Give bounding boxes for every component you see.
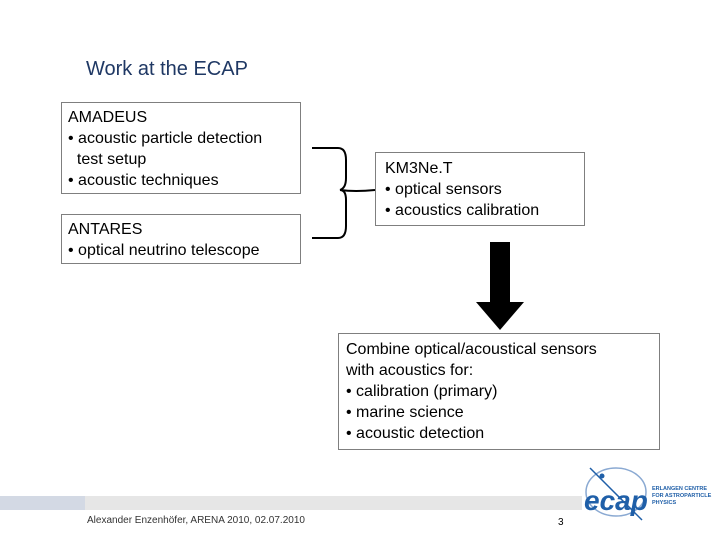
combine-bullet-1: • calibration (primary) <box>346 383 498 400</box>
footer-author: Alexander Enzenhöfer, ARENA 2010, 02.07.… <box>87 515 305 526</box>
merge-bracket-right <box>339 189 376 192</box>
logo-tagline-3: PHYSICS <box>652 500 676 506</box>
ecap-logo-icon: ecap <box>584 467 648 521</box>
ecap-logo: ecap ERLANGEN CENTRE FOR ASTROPARTICLE P… <box>584 467 712 521</box>
km3net-bullet-1: • optical sensors <box>385 181 502 198</box>
combine-bullet-2: • marine science <box>346 404 464 421</box>
merge-bracket-lower <box>312 189 347 239</box>
combine-line-2: with acoustics for: <box>346 362 474 379</box>
logo-tagline-1: ERLANGEN CENTRE <box>652 486 707 492</box>
antares-bullet-1: • optical neutrino telescope <box>68 242 260 259</box>
antares-box: ANTARES • optical neutrino telescope <box>61 214 301 264</box>
merge-bracket-upper <box>312 147 347 191</box>
slide-title: Work at the ECAP <box>86 58 248 80</box>
logo-tagline-2: FOR ASTROPARTICLE <box>652 493 712 499</box>
down-arrow-icon <box>476 242 524 330</box>
km3net-bullet-2: • acoustics calibration <box>385 202 540 219</box>
amadeus-bullet-1-cont: test setup <box>68 151 147 168</box>
km3net-box: KM3Ne.T • optical sensors • acoustics ca… <box>375 152 585 226</box>
antares-heading: ANTARES <box>68 221 143 238</box>
amadeus-bullet-1: • acoustic particle detection <box>68 130 263 147</box>
combine-box: Combine optical/acoustical sensors with … <box>338 333 660 450</box>
combine-bullet-3: • acoustic detection <box>346 425 485 442</box>
amadeus-heading: AMADEUS <box>68 109 148 126</box>
km3net-heading: KM3Ne.T <box>385 160 453 177</box>
logo-mark-text: ecap <box>584 485 648 516</box>
page-number: 3 <box>558 517 564 528</box>
footer-bar-accent <box>0 496 85 510</box>
amadeus-box: AMADEUS • acoustic particle detection te… <box>61 102 301 194</box>
footer-bar <box>0 496 582 510</box>
combine-line-1: Combine optical/acoustical sensors <box>346 341 597 358</box>
amadeus-bullet-2: • acoustic techniques <box>68 172 219 189</box>
